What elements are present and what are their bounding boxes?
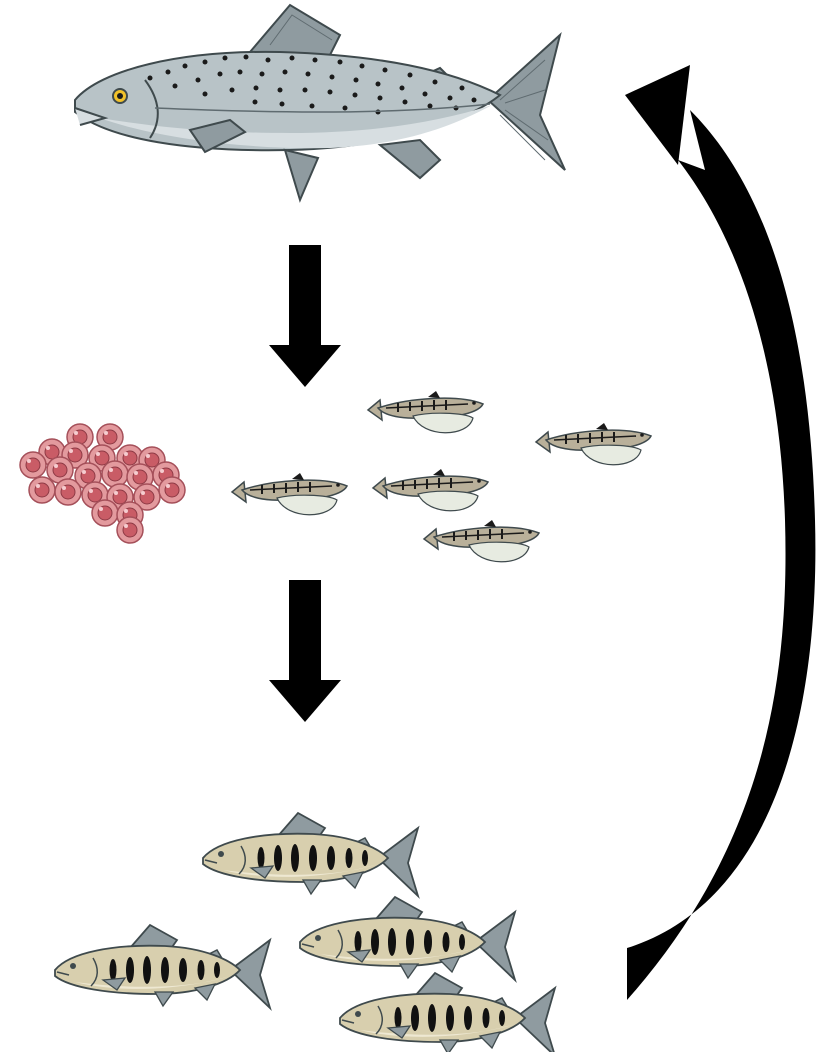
egg bbox=[92, 500, 118, 526]
alevin-icon bbox=[368, 391, 483, 433]
down-arrow-icon bbox=[269, 580, 341, 722]
alevin-icon bbox=[424, 520, 539, 562]
egg bbox=[159, 477, 185, 503]
alevin-icon bbox=[373, 469, 488, 511]
egg bbox=[55, 479, 81, 505]
alevin-icon bbox=[232, 473, 347, 515]
alevin-icon bbox=[536, 423, 651, 465]
parr-icon bbox=[300, 897, 515, 980]
egg-cluster-icon bbox=[20, 424, 185, 543]
parr-icon bbox=[340, 973, 555, 1052]
egg bbox=[117, 517, 143, 543]
egg bbox=[20, 452, 46, 478]
egg bbox=[29, 477, 55, 503]
adult-salmon-icon bbox=[75, 5, 565, 200]
egg bbox=[102, 461, 128, 487]
down-arrow-icon bbox=[269, 245, 341, 387]
return-arrow-icon bbox=[625, 65, 815, 1000]
parr-icon bbox=[203, 813, 418, 896]
parr-icon bbox=[55, 925, 270, 1008]
